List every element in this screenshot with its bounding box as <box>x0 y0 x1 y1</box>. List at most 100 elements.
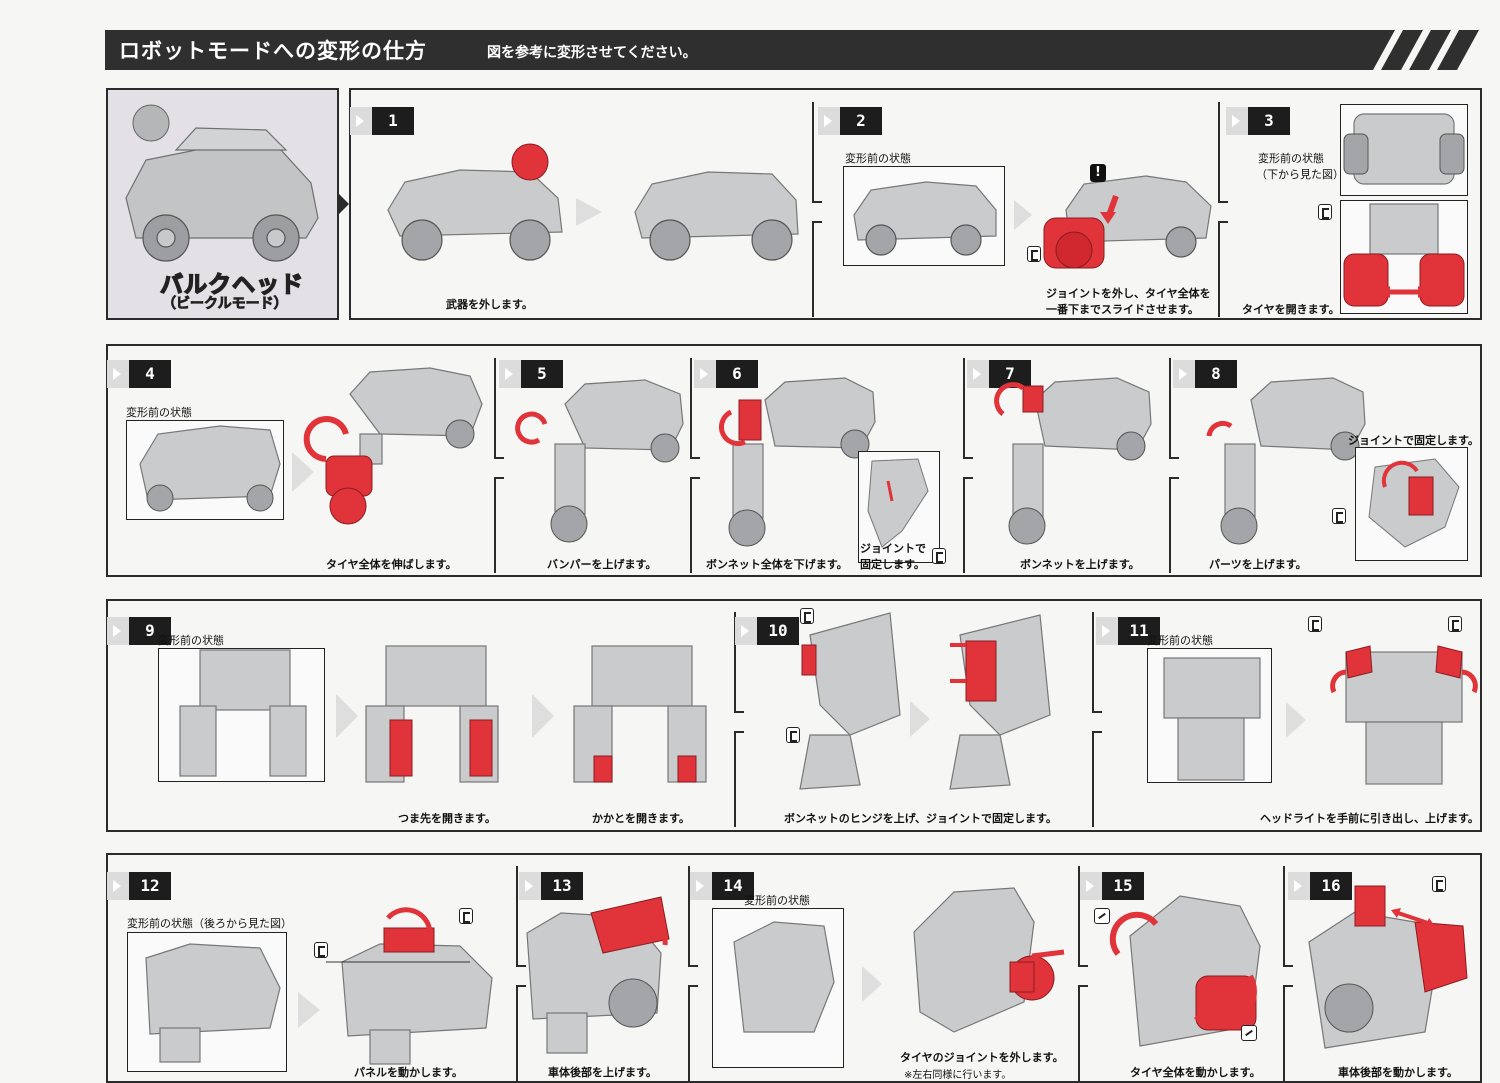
rotate-arrow-icon <box>718 409 747 447</box>
step-12-before-label: 変形前の状態（後ろから見た図） <box>127 917 292 930</box>
step-6-caption: ボンネット全体を下げます。 <box>706 558 848 571</box>
step-8-figure <box>1206 377 1366 545</box>
step-6-badge: 6 <box>694 360 758 388</box>
step-14-before-label: 変形前の状態 <box>744 894 810 907</box>
step-1-caption: 武器を外します。 <box>446 298 533 311</box>
step-15-caption: タイヤ全体を動かします。 <box>1130 1066 1261 1079</box>
swap-icon <box>1094 908 1110 924</box>
rotate-arrow-icon <box>386 907 433 933</box>
step-9-before-label: 変形前の状態 <box>158 634 224 647</box>
row2-divider-a <box>494 358 496 573</box>
step-7-caption: ボンネットを上げます。 <box>1020 558 1140 571</box>
step-2-caption-line1: ジョイントを外し、タイヤ全体を <box>1046 287 1211 300</box>
next-arrow-icon <box>292 452 314 492</box>
step-14-note: ※左右同様に行います。 <box>904 1070 1012 1081</box>
row4-divider-d <box>1283 866 1285 1081</box>
step-3-before-label: 変形前の状態 <box>1258 152 1324 165</box>
step-5-figure <box>515 379 684 543</box>
step-3-bottom-view-label: （下から見た図） <box>1256 168 1344 181</box>
step-7-badge: 7 <box>967 360 1031 388</box>
step-4-figure <box>139 367 483 525</box>
rotate-arrow-icon <box>1330 669 1347 694</box>
next-arrow-icon <box>576 198 602 226</box>
step-6-inset-figure <box>867 458 929 548</box>
joint-c-icon <box>1332 508 1346 524</box>
header-bar <box>105 30 1479 70</box>
step-6-joint-label: ジョイントで <box>860 542 926 555</box>
swap-icon <box>1241 1025 1257 1041</box>
step-9-figure <box>179 645 707 783</box>
step-6-fix-label: 固定します。 <box>860 558 925 571</box>
step-8-inset-figure <box>1368 458 1460 548</box>
page-instruction: 図を参考に変形させてください。 <box>487 45 697 61</box>
step-13-figure <box>526 896 670 1054</box>
step-16-badge: 16 <box>1288 872 1352 900</box>
step-3-figure <box>1343 113 1465 307</box>
step-3-caption: タイヤを開きます。 <box>1242 303 1340 316</box>
joint-c-icon <box>1448 616 1462 632</box>
rotate-arrow-icon <box>515 411 548 445</box>
step-11-badge: 11 <box>1096 617 1160 645</box>
step-2-figure <box>853 175 1212 269</box>
next-arrow-icon <box>298 992 320 1028</box>
step-1-figure <box>387 143 799 261</box>
rotate-arrow-icon <box>648 926 668 946</box>
row1-divider-b <box>1218 102 1220 317</box>
rotate-arrow-icon <box>1193 974 1257 1029</box>
row3-divider-b <box>1092 612 1094 827</box>
step-10-caption: ボンネットのヒンジを上げ、ジョイントで固定します。 <box>784 812 1057 825</box>
row2-divider-b <box>690 358 692 573</box>
step-15-badge: 15 <box>1080 872 1144 900</box>
step-15-figure <box>1109 895 1261 1047</box>
next-arrow-icon <box>1286 702 1306 738</box>
joint-c-icon <box>1027 246 1041 262</box>
step-5-caption: バンパーを上げます。 <box>547 558 657 571</box>
joint-c-icon <box>932 548 946 564</box>
step-14-caption: タイヤのジョイントを外します。 <box>900 1051 1064 1064</box>
joint-c-icon <box>314 942 328 958</box>
joint-c-icon <box>1432 876 1446 892</box>
next-arrow-icon <box>862 966 882 1002</box>
step-4-caption: タイヤ全体を伸ばします。 <box>326 558 457 571</box>
step-2-caption-line2: 一番下までスライドさせます。 <box>1046 303 1199 316</box>
row4-divider-b <box>688 866 690 1081</box>
next-arrow-icon <box>339 194 349 214</box>
rotate-arrow-icon <box>1109 911 1159 956</box>
step-4-badge: 4 <box>107 360 171 388</box>
step-7-figure <box>994 377 1152 545</box>
joint-c-icon <box>800 608 814 624</box>
next-arrow-icon <box>910 701 930 737</box>
rotate-arrow-icon <box>1206 420 1233 437</box>
row2-divider-c <box>963 358 965 573</box>
vehicle-mode-figure <box>125 104 319 262</box>
next-arrow-icon <box>1014 200 1032 230</box>
joint-c-icon <box>1308 616 1322 632</box>
step-11-figure <box>1163 645 1478 785</box>
page-header: ロボットモードへの変形の仕方 図を参考に変形させてください。 <box>105 30 1480 70</box>
step-3-badge: 3 <box>1226 107 1290 135</box>
row4-divider-a <box>516 866 518 1081</box>
rotate-arrow-icon <box>303 416 349 462</box>
step-12-figure <box>145 907 493 1065</box>
step-9-badge: 9 <box>107 617 171 645</box>
row1-divider-a <box>812 102 814 317</box>
step-14-badge: 14 <box>690 872 754 900</box>
step-4-before-label: 変形前の状態 <box>126 406 192 419</box>
step-9-caption-b: かかとを開きます。 <box>592 812 690 825</box>
alert-icon <box>1090 164 1106 182</box>
step-13-badge: 13 <box>519 872 583 900</box>
step-14-figure <box>733 887 1065 1033</box>
step-6-figure <box>718 377 876 547</box>
step-5-badge: 5 <box>499 360 563 388</box>
step-16-caption: 車体後部を動かします。 <box>1338 1066 1458 1079</box>
next-arrow-icon <box>532 694 554 738</box>
page-title: ロボットモードへの変形の仕方 <box>119 39 427 63</box>
step-10-badge: 10 <box>735 617 799 645</box>
next-arrow-icon <box>336 694 358 738</box>
joint-c-icon <box>1318 204 1332 220</box>
step-10-figure <box>799 612 1051 790</box>
step-12-badge: 12 <box>107 872 171 900</box>
step-9-caption-a: つま先を開きます。 <box>398 812 496 825</box>
step-12-caption: パネルを動かします。 <box>354 1066 463 1079</box>
joint-c-icon <box>786 727 800 743</box>
